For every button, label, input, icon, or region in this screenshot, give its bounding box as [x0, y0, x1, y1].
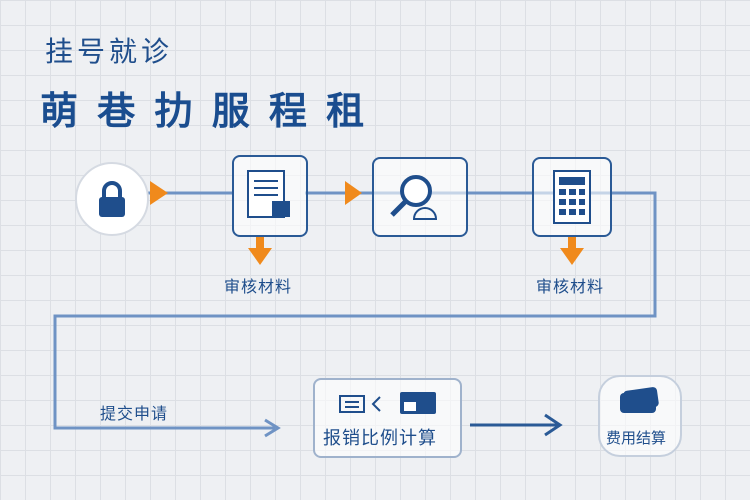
calculator-icon — [553, 170, 591, 224]
document-icon — [247, 170, 290, 218]
settlement-node: 费用结算 — [598, 375, 682, 457]
arrow-head-icon — [544, 413, 563, 437]
orange-arrow-icon — [150, 181, 168, 205]
ratio-calc-node: 报销比例计算 — [313, 378, 462, 458]
subtitle: 挂号就诊 — [45, 35, 174, 68]
review-label-2: 审核材料 — [536, 277, 605, 296]
lock-icon — [99, 181, 125, 217]
review-label-1: 审核材料 — [224, 277, 293, 296]
down-arrow-icon — [560, 248, 584, 265]
lock-node — [75, 162, 149, 236]
settlement-label: 费用结算 — [606, 429, 667, 447]
search-node — [372, 157, 468, 237]
card-calculator-icon — [339, 392, 436, 414]
orange-arrow-icon — [345, 181, 362, 205]
down-arrow-shaft — [256, 236, 264, 250]
page-title: 萌 巷 扐 服 程 租 — [40, 89, 368, 133]
ratio-calc-label: 报销比例计算 — [323, 428, 437, 449]
document-node — [232, 155, 308, 237]
arrow-head-icon — [264, 418, 281, 438]
submit-label: 提交申请 — [100, 404, 169, 423]
down-arrow-shaft — [568, 236, 576, 250]
wallet-icon — [620, 387, 659, 413]
down-arrow-icon — [248, 248, 272, 265]
calculator-node — [532, 157, 612, 237]
search-icon — [390, 175, 438, 220]
